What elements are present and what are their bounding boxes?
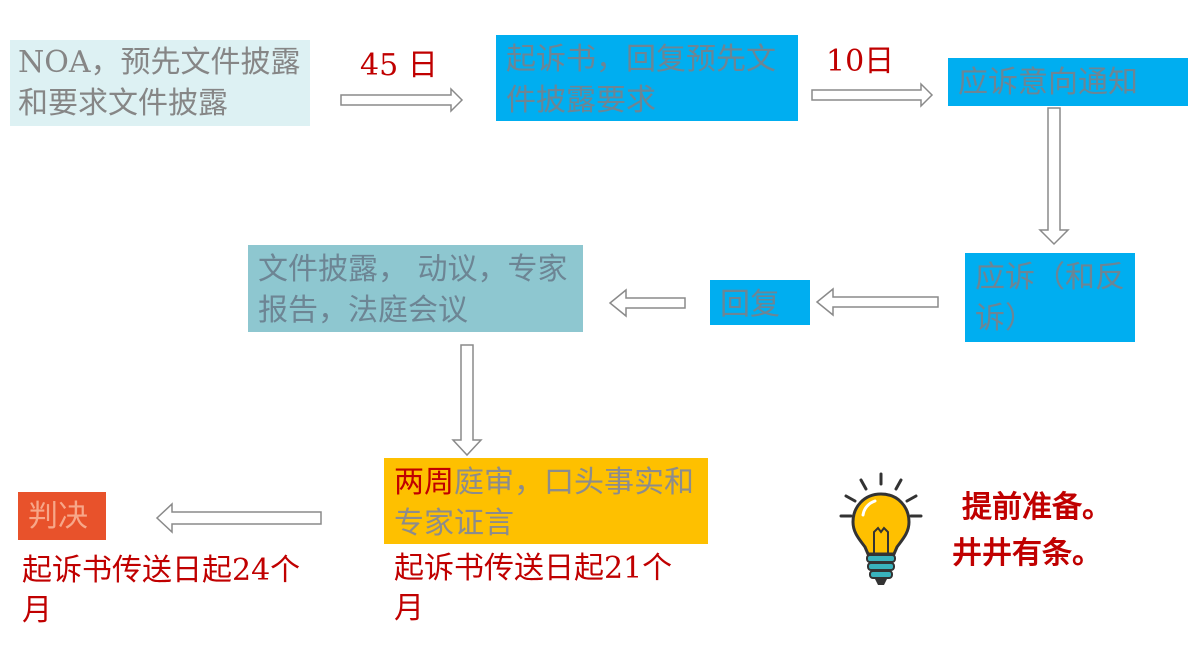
judgment-label: 判决 — [28, 499, 88, 534]
arrow-left — [815, 287, 939, 317]
reply-label: 回复 — [720, 287, 780, 322]
complaint-label: 起诉书，回复预先文件披露要求 — [506, 42, 776, 118]
noa-step: NOA，预先文件披露和要求文件披露 — [10, 40, 310, 126]
arrow-down — [1038, 107, 1070, 246]
trial-time-label: 起诉书传送日起21个月 — [394, 551, 673, 626]
notice-step: 应诉意向通知 — [948, 58, 1188, 106]
days-45-label: 45 日 — [360, 48, 438, 83]
tip-line-2: 井井有条。 — [952, 536, 1102, 571]
reply-step: 回复 — [710, 280, 810, 325]
tip-line-1: 提前准备。 — [962, 490, 1112, 525]
trial-step: 两周庭审，口头事实和专家证言 — [384, 458, 708, 544]
arrow-right — [340, 87, 464, 113]
judgment-time-label: 起诉书传送日起24个月 — [22, 553, 301, 628]
arrow-right — [811, 82, 934, 108]
judgment-step: 判决 — [18, 492, 106, 540]
notice-label: 应诉意向通知 — [958, 65, 1138, 100]
noa-label: NOA，预先文件披露和要求文件披露 — [18, 45, 301, 121]
tip-text: 提前准备。 井井有条。 — [952, 485, 1112, 577]
answer-step: 应诉（和反诉） — [965, 253, 1135, 342]
disclosure-label: 文件披露， 动议，专家报告，法庭会议 — [258, 252, 568, 328]
arrow-down — [451, 344, 483, 457]
arrow-left — [155, 502, 322, 534]
lightbulb-icon — [839, 472, 923, 585]
complaint-step: 起诉书，回复预先文件披露要求 — [496, 35, 798, 121]
trial-highlight: 两周 — [394, 465, 454, 500]
days-10-label: 10日 — [826, 44, 895, 79]
answer-label: 应诉（和反诉） — [975, 260, 1125, 336]
trial-label: 庭审，口头事实和专家证言 — [394, 465, 694, 541]
arrow-left — [608, 288, 686, 318]
disclosure-step: 文件披露， 动议，专家报告，法庭会议 — [248, 245, 583, 332]
